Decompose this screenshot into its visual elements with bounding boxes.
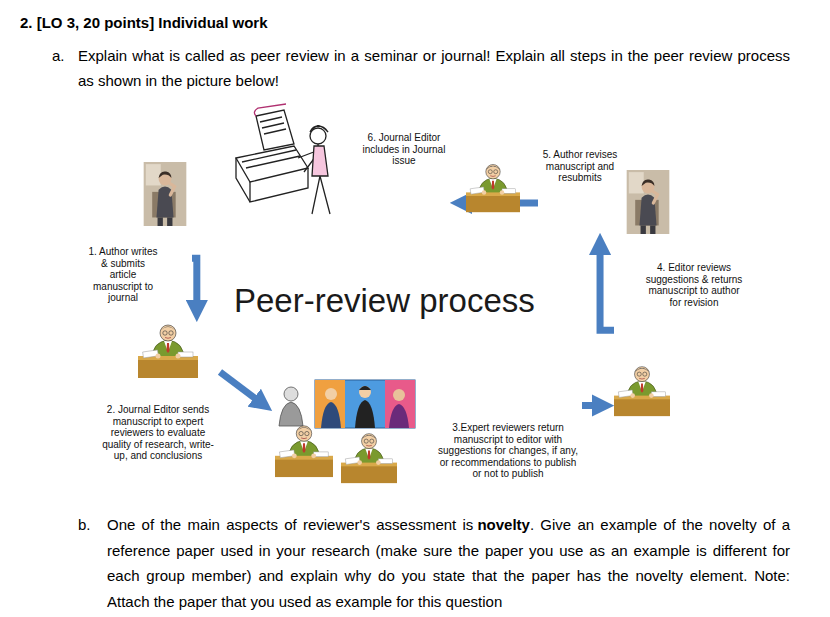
process-step: 3.Expert reviewers return manuscript to … (272, 378, 582, 488)
diagram-title: Peer-review process (234, 282, 594, 320)
process-step: 5. Author revises manuscript and resubmi… (538, 145, 670, 233)
flow-arrow (192, 258, 197, 302)
question-heading: 2. [LO 3, 20 points] Individual work (20, 10, 540, 35)
question-paragraph: One of the main aspects of reviewer's as… (107, 512, 790, 614)
question-text: One of the main aspects of reviewer's as… (107, 516, 473, 533)
item-letter: b. (78, 512, 104, 538)
process-step: 1. Author writes & submits article manus… (88, 158, 192, 310)
item-letter: a. (52, 43, 76, 68)
reviewers-figure (275, 380, 415, 483)
step-text: 2. Journal Editor sends manuscript to ex… (98, 404, 218, 462)
step-text: 5. Author revises manuscript and resubmi… (538, 149, 622, 184)
step-text: 1. Author writes & submits article manus… (88, 246, 158, 304)
emphasis-word: novelty (477, 516, 530, 533)
step-text: 6. Journal Editor includes in Journal is… (358, 132, 450, 167)
author-figure (144, 162, 187, 226)
flow-arrow (582, 402, 594, 409)
process-step: 4. Editor reviews suggestions & returns … (614, 258, 746, 422)
editor-figure (138, 325, 198, 378)
printer-figure (236, 104, 330, 214)
flow-arrow (600, 253, 614, 330)
editor-figure (466, 165, 520, 213)
editor-figure (614, 367, 670, 416)
process-step: 2. Journal Editor sends manuscript to ex… (98, 322, 220, 465)
step-text: 3.Expert reviewers return manuscript to … (436, 422, 580, 480)
author-figure (627, 170, 670, 234)
question-text: Explain what is called as peer review in… (78, 43, 790, 93)
step-text: 4. Editor reviews suggestions & returns … (644, 262, 744, 308)
flow-arrow (220, 372, 256, 399)
process-step: 6. Journal Editor includes in Journal is… (232, 106, 450, 220)
